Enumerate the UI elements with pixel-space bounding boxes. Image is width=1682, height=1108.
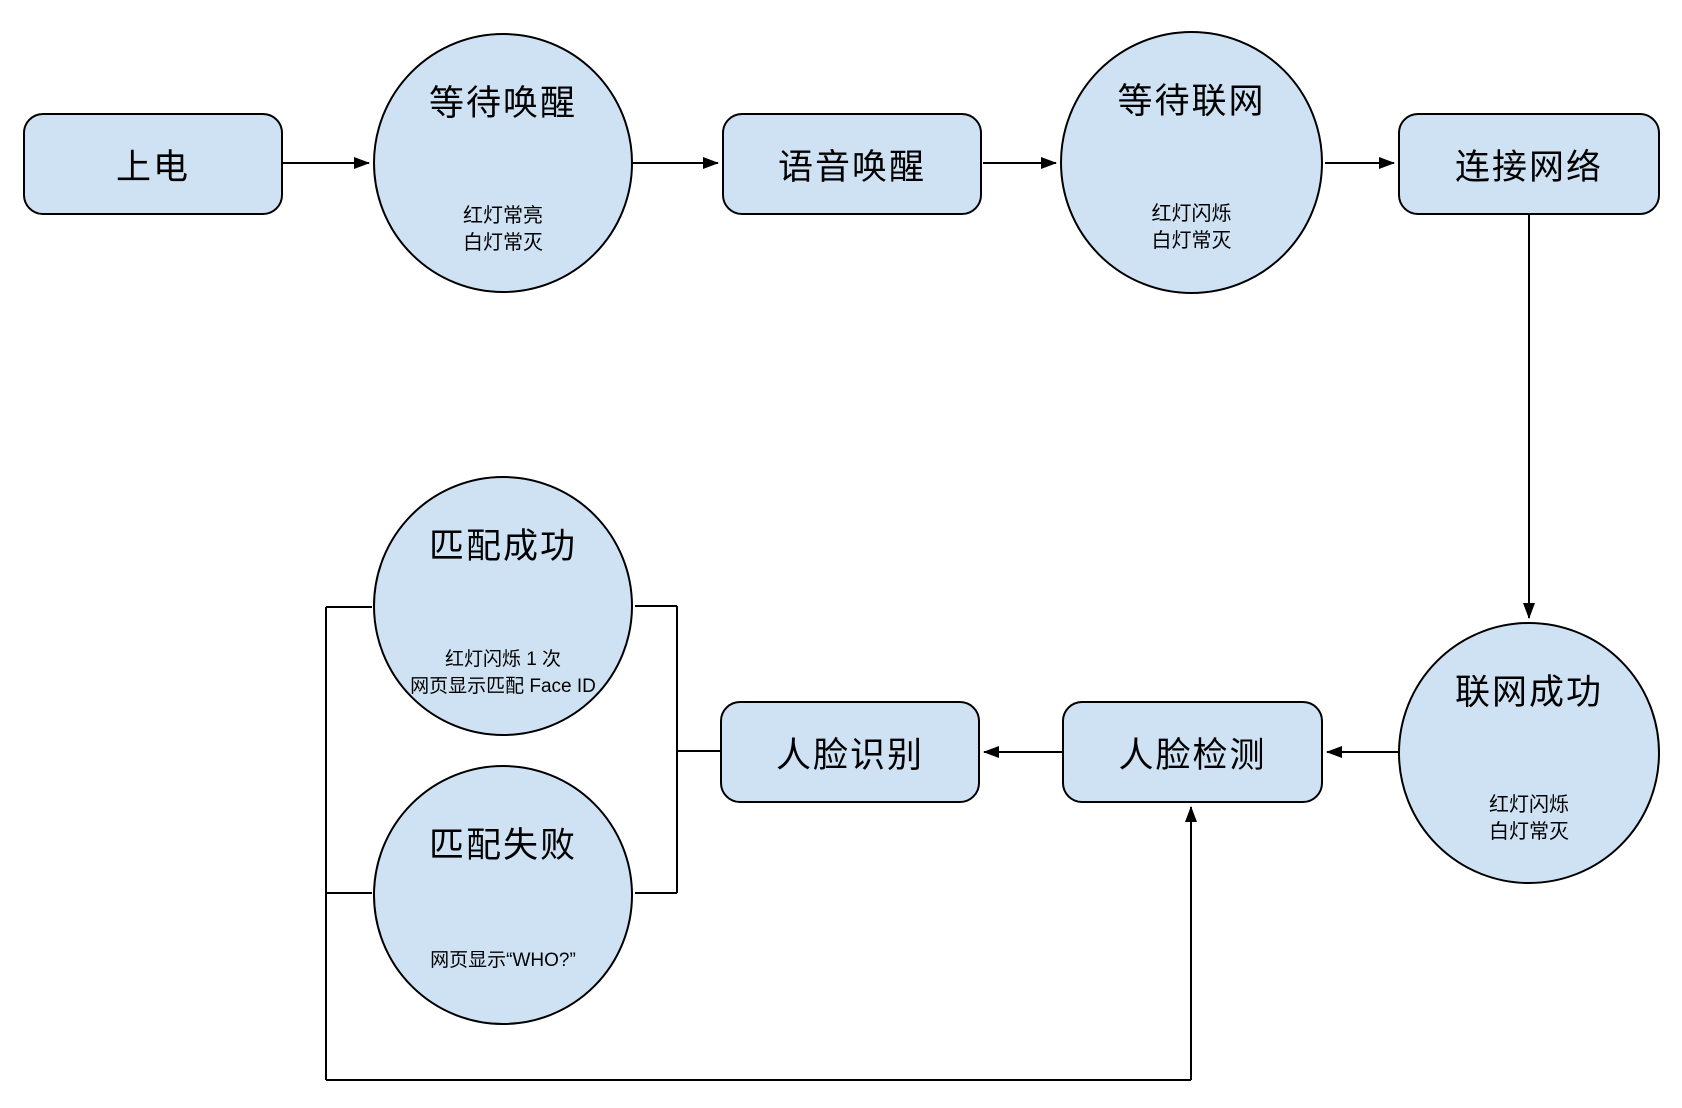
status-line: 白灯常灭 <box>1151 230 1232 252</box>
node-wait-wake-status: 红灯常亮 白灯常灭 <box>375 203 631 257</box>
status-line: 白灯常灭 <box>463 232 543 254</box>
node-power-on-label: 上电 <box>115 147 190 187</box>
node-face-recognize: 人脸识别 <box>720 701 980 803</box>
node-network-success-label: 联网成功 <box>1454 673 1603 712</box>
node-match-fail: 匹配失败 网页显示“WHO?” <box>373 765 633 1025</box>
status-line: 红灯闪烁 <box>1151 203 1232 225</box>
status-line: 网页显示匹配 Face ID <box>410 676 596 697</box>
node-network-success: 联网成功 红灯闪烁 白灯常灭 <box>1398 622 1660 884</box>
node-match-fail-status: 网页显示“WHO?” <box>375 947 631 974</box>
node-face-detect-label: 人脸检测 <box>1118 735 1267 775</box>
node-connect-network: 连接网络 <box>1398 113 1660 215</box>
node-face-recognize-label: 人脸识别 <box>775 735 924 775</box>
node-voice-wake-label: 语音唤醒 <box>777 147 926 187</box>
node-network-success-status: 红灯闪烁 白灯常灭 <box>1400 792 1658 846</box>
node-match-success: 匹配成功 红灯闪烁 1 次 网页显示匹配 Face ID <box>373 476 633 736</box>
node-match-success-status: 红灯闪烁 1 次 网页显示匹配 Face ID <box>375 646 631 700</box>
node-wait-wake-label: 等待唤醒 <box>428 84 577 123</box>
node-connect-network-label: 连接网络 <box>1454 147 1603 187</box>
node-wait-wake: 等待唤醒 红灯常亮 白灯常灭 <box>373 33 633 293</box>
node-wait-network-label: 等待联网 <box>1117 82 1266 121</box>
status-line: 白灯常灭 <box>1489 821 1569 843</box>
node-face-detect: 人脸检测 <box>1062 701 1323 803</box>
node-match-success-label: 匹配成功 <box>428 527 577 566</box>
node-wait-network-status: 红灯闪烁 白灯常灭 <box>1062 201 1321 255</box>
status-line: 红灯常亮 <box>463 205 543 227</box>
node-match-fail-label: 匹配失败 <box>428 826 577 865</box>
node-wait-network: 等待联网 红灯闪烁 白灯常灭 <box>1060 31 1323 294</box>
node-voice-wake: 语音唤醒 <box>722 113 982 215</box>
status-line: 网页显示“WHO?” <box>430 950 576 971</box>
status-line: 红灯闪烁 1 次 <box>444 649 562 670</box>
status-line: 红灯闪烁 <box>1489 794 1569 816</box>
node-power-on: 上电 <box>23 113 283 215</box>
